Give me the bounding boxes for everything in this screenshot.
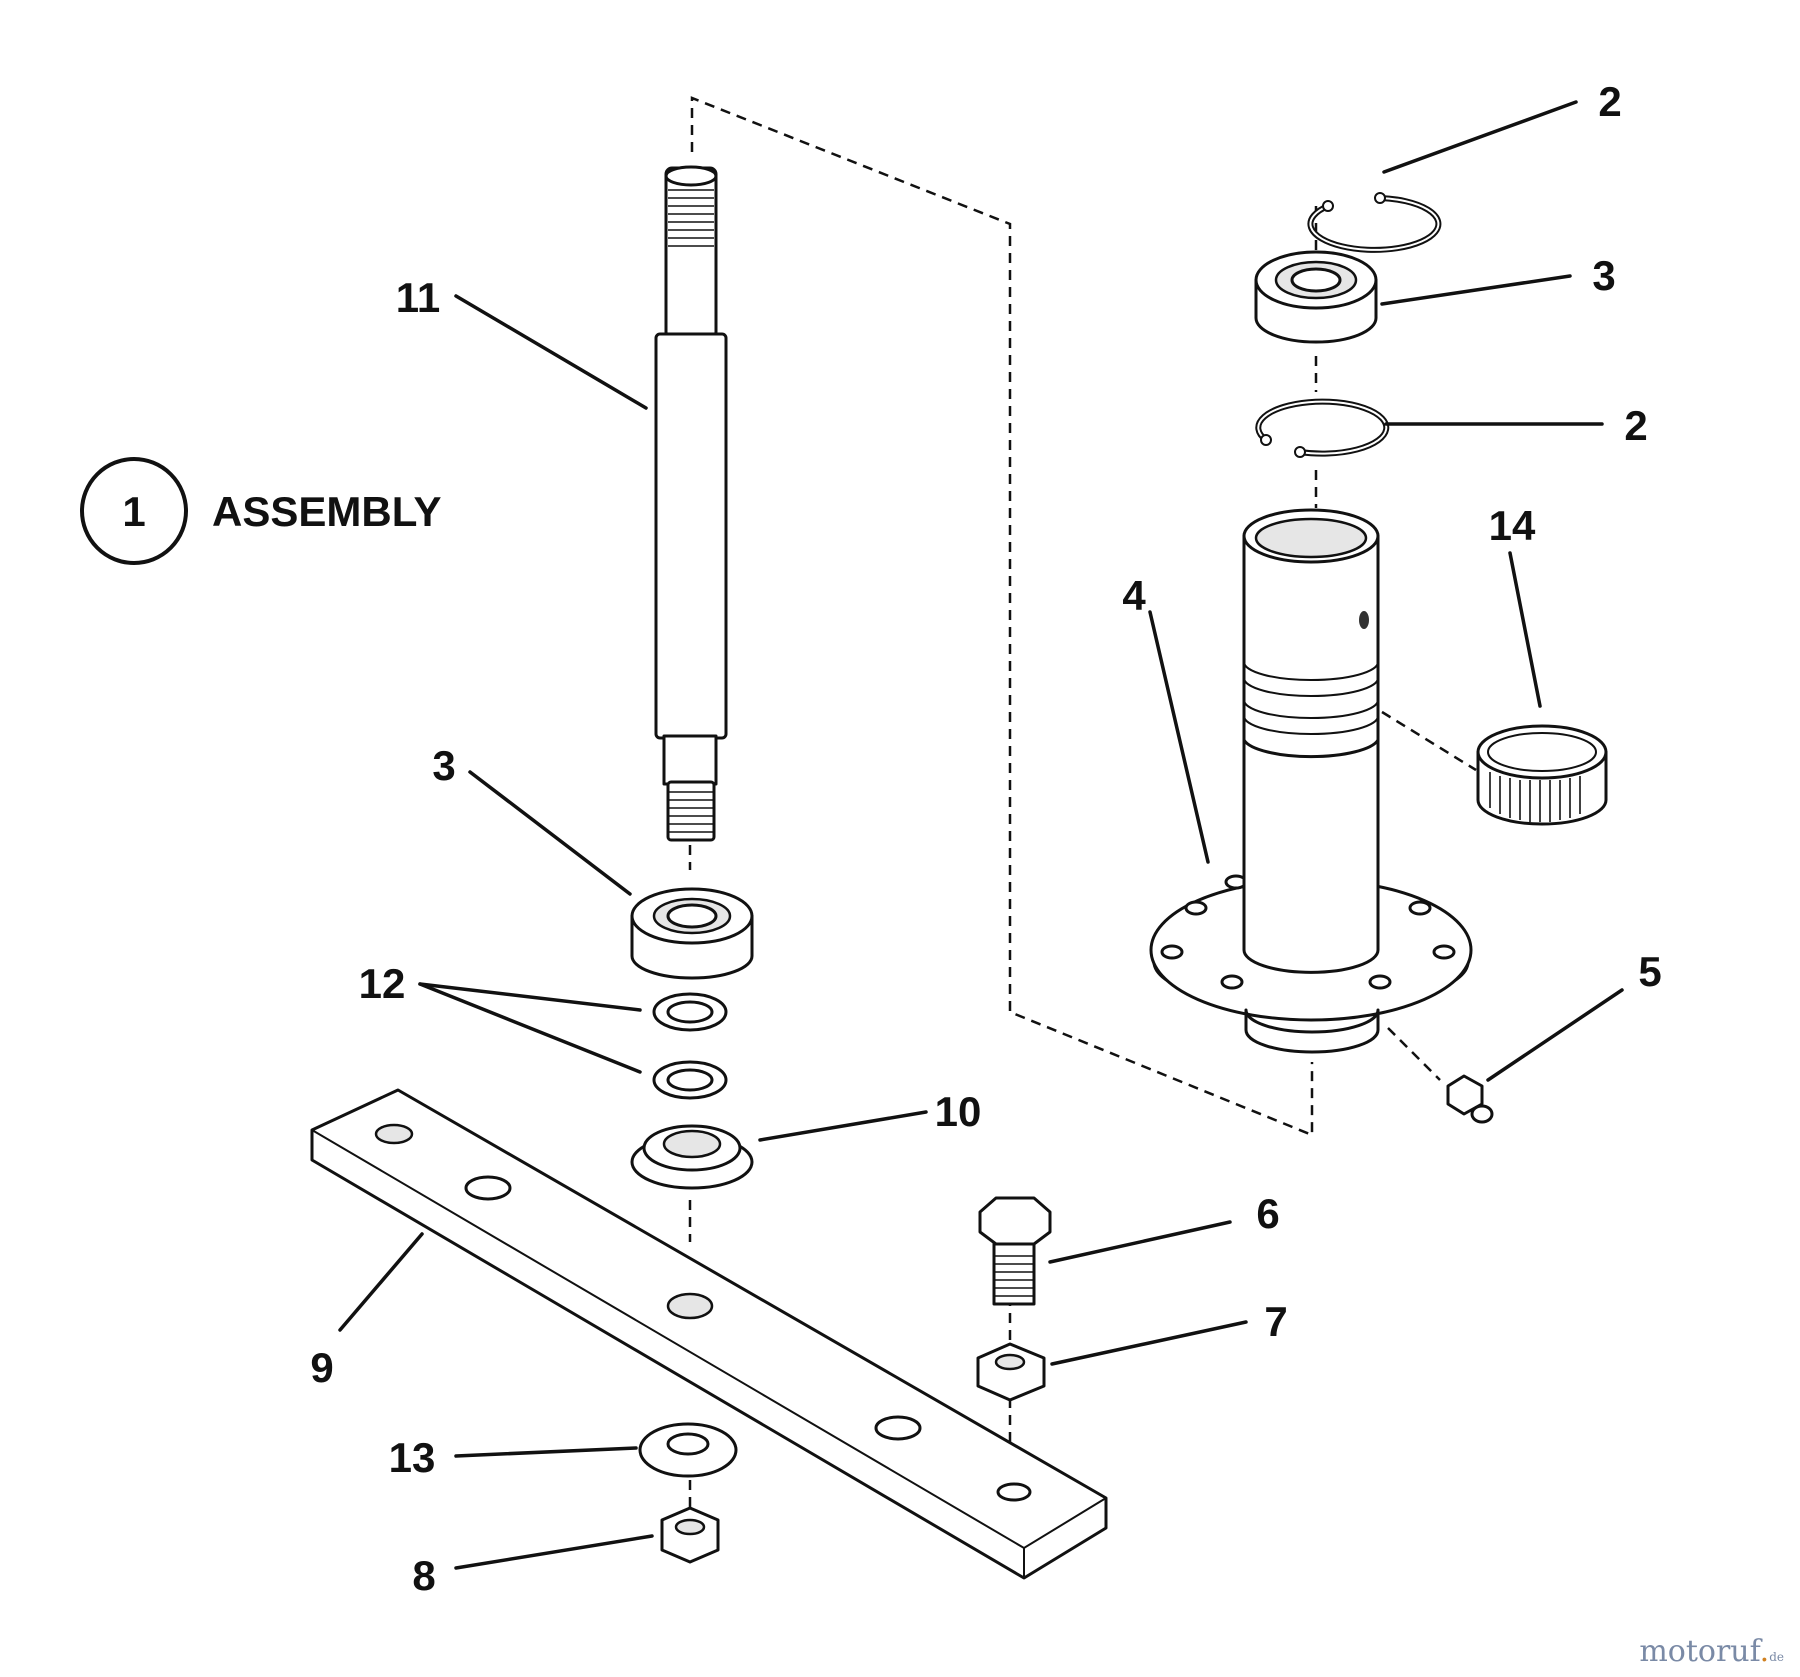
watermark-brand: motoruf bbox=[1639, 1634, 1760, 1669]
watermark-suffix: de bbox=[1769, 1650, 1784, 1664]
callout-6: 6 bbox=[1256, 1190, 1279, 1237]
callout-3-lower: 3 bbox=[432, 742, 455, 789]
part-retaining-ring-mid bbox=[1255, 398, 1390, 458]
callout-12: 12 bbox=[359, 960, 406, 1007]
part-bearing-upper bbox=[1254, 250, 1378, 344]
part-grease-fitting bbox=[1446, 1074, 1494, 1124]
watermark: motoruf.de bbox=[1639, 1634, 1784, 1669]
callout-9: 9 bbox=[310, 1344, 333, 1391]
part-nut-lower bbox=[660, 1506, 720, 1564]
assembly-marker: 1 ASSEMBLY bbox=[80, 457, 442, 565]
callout-4: 4 bbox=[1122, 572, 1146, 619]
callout-13: 13 bbox=[389, 1434, 436, 1481]
callout-5: 5 bbox=[1638, 948, 1661, 995]
callout-3-top: 3 bbox=[1592, 252, 1615, 299]
assembly-number: 1 bbox=[122, 488, 145, 535]
assembly-text: ASSEMBLY bbox=[212, 488, 442, 535]
callout-10: 10 bbox=[935, 1088, 982, 1135]
callout-11: 11 bbox=[396, 274, 440, 321]
callout-14: 14 bbox=[1489, 502, 1536, 549]
part-needle-bearing bbox=[1476, 724, 1608, 826]
leader-lines bbox=[338, 100, 1624, 1570]
part-nut-upper bbox=[976, 1342, 1046, 1402]
callout-8: 8 bbox=[412, 1552, 435, 1599]
part-cup-washer bbox=[630, 1124, 754, 1190]
part-bearing-lower bbox=[630, 887, 754, 980]
watermark-dot: . bbox=[1759, 1634, 1770, 1669]
part-flat-washer bbox=[638, 1422, 738, 1478]
part-retaining-ring-top bbox=[1307, 192, 1442, 253]
part-spindle-shaft bbox=[654, 165, 728, 842]
part-bolt bbox=[978, 1196, 1052, 1306]
part-spindle-housing bbox=[1149, 508, 1473, 1054]
part-blade bbox=[310, 1088, 1108, 1580]
callout-2-top: 2 bbox=[1598, 78, 1621, 125]
callout-2-mid: 2 bbox=[1624, 402, 1647, 449]
callout-labels: 2 3 2 14 4 5 11 3 12 10 6 7 9 13 8 bbox=[310, 78, 1661, 1599]
part-spacer-washers bbox=[652, 992, 728, 1100]
callout-7: 7 bbox=[1264, 1298, 1287, 1345]
